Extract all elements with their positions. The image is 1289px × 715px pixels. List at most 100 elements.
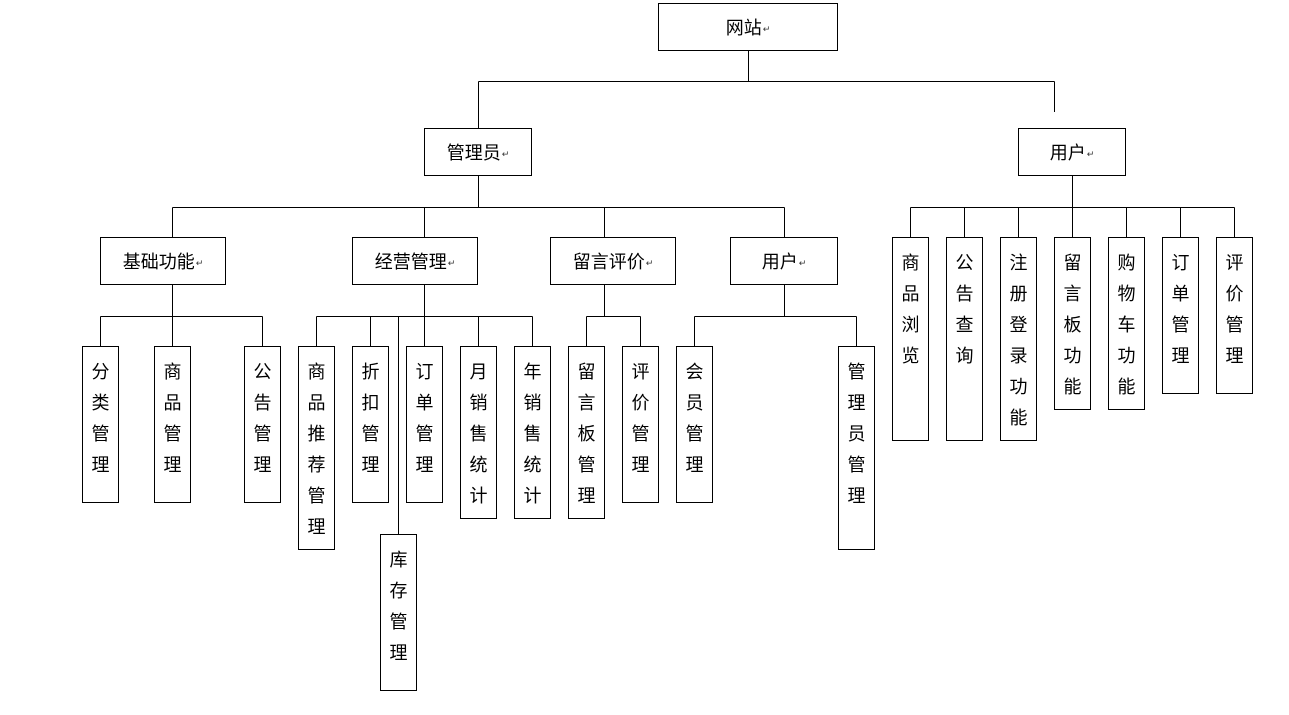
node-char: 计	[469, 486, 488, 507]
node-char: 会	[685, 362, 704, 383]
node-char: 录	[1009, 346, 1028, 367]
node-char: 管	[307, 486, 326, 507]
node-char: 理	[91, 455, 110, 476]
leaf-product-management: 商品管理	[154, 346, 191, 503]
leaf-message-board-function: 留言板功能	[1054, 237, 1091, 410]
node-char: 管	[577, 455, 596, 476]
node-admin-user: 用户↵	[730, 237, 838, 285]
node-char: 商	[163, 362, 182, 383]
node-char: 品	[163, 393, 182, 414]
node-char: 理	[847, 393, 866, 414]
node-char: 询	[955, 346, 974, 367]
node-label: 用户	[1049, 143, 1086, 164]
node-char: 商	[307, 362, 326, 383]
paragraph-mark-icon: ↵	[501, 150, 510, 160]
node-char: 管	[685, 424, 704, 445]
node-char: 单	[415, 393, 434, 414]
node-char: 理	[307, 517, 326, 538]
node-business-management: 经营管理↵	[352, 237, 478, 285]
node-char: 查	[955, 315, 974, 336]
node-char: 荐	[307, 455, 326, 476]
node-char: 理	[1171, 346, 1190, 367]
node-char: 管	[1225, 315, 1244, 336]
leaf-product-recommend-management: 商品推荐管理	[298, 346, 335, 550]
node-char: 统	[523, 455, 542, 476]
node-char: 订	[1171, 253, 1190, 274]
node-char: 留	[577, 362, 596, 383]
node-char: 价	[1225, 284, 1244, 305]
leaf-yearly-sales-stats: 年销售统计	[514, 346, 551, 519]
node-label: 网站	[725, 18, 762, 39]
leaf-category-management: 分类管理	[82, 346, 119, 503]
node-char: 统	[469, 455, 488, 476]
node-char: 管	[631, 424, 650, 445]
leaf-user-review-management: 评价管理	[1216, 237, 1253, 394]
node-char: 售	[469, 424, 488, 445]
node-char: 注	[1009, 253, 1028, 274]
node-char: 管	[415, 424, 434, 445]
node-char: 册	[1009, 284, 1028, 305]
node-char: 理	[253, 455, 272, 476]
node-char: 物	[1117, 284, 1136, 305]
node-user: 用户↵	[1018, 128, 1126, 176]
node-char: 扣	[361, 393, 380, 414]
leaf-user-order-management: 订单管理	[1162, 237, 1199, 394]
node-label: 经营管理	[374, 252, 447, 273]
node-char: 库	[389, 550, 408, 571]
node-char: 推	[307, 424, 326, 445]
paragraph-mark-icon: ↵	[447, 259, 456, 269]
node-char: 言	[577, 393, 596, 414]
paragraph-mark-icon: ↵	[195, 259, 204, 269]
leaf-discount-management: 折扣管理	[352, 346, 389, 503]
leaf-product-browse: 商品浏览	[892, 237, 929, 441]
leaf-inventory-management: 库存管理	[380, 534, 417, 691]
node-char: 浏	[901, 315, 920, 336]
node-admin: 管理员↵	[424, 128, 532, 176]
node-char: 理	[685, 455, 704, 476]
paragraph-mark-icon: ↵	[762, 25, 771, 35]
node-char: 公	[955, 253, 974, 274]
node-char: 能	[1009, 408, 1028, 429]
node-char: 告	[955, 284, 974, 305]
node-char: 管	[847, 455, 866, 476]
paragraph-mark-icon: ↵	[645, 259, 654, 269]
node-website: 网站↵	[658, 3, 838, 51]
leaf-notice-management: 公告管理	[244, 346, 281, 503]
node-basic-functions: 基础功能↵	[100, 237, 226, 285]
node-char: 能	[1117, 377, 1136, 398]
node-char: 功	[1009, 377, 1028, 398]
node-label: 管理员	[446, 143, 501, 164]
node-char: 计	[523, 486, 542, 507]
node-label: 用户	[761, 252, 798, 273]
node-char: 板	[577, 424, 596, 445]
node-char: 览	[901, 346, 920, 367]
node-char: 购	[1117, 253, 1136, 274]
leaf-order-management: 订单管理	[406, 346, 443, 503]
node-char: 管	[389, 612, 408, 633]
node-char: 品	[901, 284, 920, 305]
node-char: 言	[1063, 284, 1082, 305]
node-char: 功	[1063, 346, 1082, 367]
node-char: 公	[253, 362, 272, 383]
leaf-member-management: 会员管理	[676, 346, 713, 503]
leaf-shopping-cart-function: 购物车功能	[1108, 237, 1145, 410]
node-char: 管	[847, 362, 866, 383]
leaf-review-management: 评价管理	[622, 346, 659, 503]
node-char: 管	[163, 424, 182, 445]
node-char: 登	[1009, 315, 1028, 336]
node-char: 留	[1063, 253, 1082, 274]
node-char: 员	[685, 393, 704, 414]
node-char: 销	[523, 393, 542, 414]
node-char: 理	[847, 486, 866, 507]
node-char: 月	[469, 362, 488, 383]
leaf-message-board-management: 留言板管理	[568, 346, 605, 519]
node-char: 管	[91, 424, 110, 445]
node-char: 价	[631, 393, 650, 414]
node-char: 管	[1171, 315, 1190, 336]
paragraph-mark-icon: ↵	[1086, 150, 1095, 160]
node-char: 分	[91, 362, 110, 383]
leaf-notice-query: 公告查询	[946, 237, 983, 441]
node-char: 板	[1063, 315, 1082, 336]
node-char: 理	[163, 455, 182, 476]
